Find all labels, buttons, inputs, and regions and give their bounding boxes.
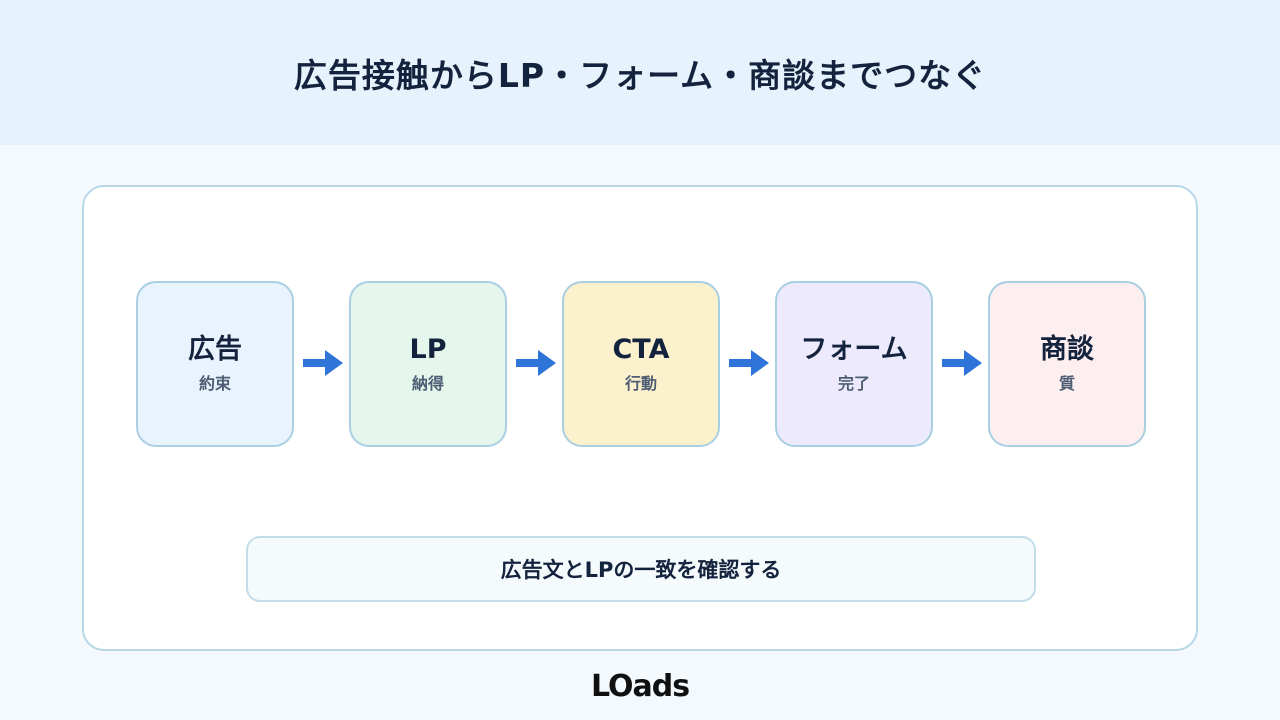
step-title: 広告 bbox=[188, 333, 242, 365]
page-title: 広告接触からLP・フォーム・商談までつなぐ bbox=[293, 55, 987, 95]
brand-logo: LOads bbox=[0, 664, 1280, 708]
step-title: フォーム bbox=[800, 333, 908, 365]
step-ad: 広告 約束 bbox=[136, 281, 294, 447]
step-title: CTA bbox=[612, 333, 670, 365]
header-banner: 広告接触からLP・フォーム・商談までつなぐ bbox=[0, 0, 1280, 145]
step-form: フォーム 完了 bbox=[775, 281, 933, 447]
note-text: 広告文とLPの一致を確認する bbox=[500, 558, 782, 582]
arrow-right-icon bbox=[516, 350, 556, 376]
step-title: 商談 bbox=[1040, 333, 1094, 365]
arrow-right-icon bbox=[942, 350, 982, 376]
step-title: LP bbox=[409, 333, 447, 365]
arrow-right-icon bbox=[729, 350, 769, 376]
step-subtitle: 完了 bbox=[837, 374, 870, 394]
step-subtitle: 行動 bbox=[624, 374, 657, 394]
note-box: 広告文とLPの一致を確認する bbox=[246, 536, 1036, 602]
step-cta: CTA 行動 bbox=[562, 281, 720, 447]
flow-panel: 広告 約束 LP 納得 CTA 行動 フォーム 完了 商談 質 広告文とLPの一… bbox=[82, 185, 1198, 651]
step-subtitle: 質 bbox=[1058, 374, 1075, 394]
step-subtitle: 約束 bbox=[198, 374, 231, 394]
step-subtitle: 納得 bbox=[411, 374, 444, 394]
step-lp: LP 納得 bbox=[349, 281, 507, 447]
logo-text: LOads bbox=[590, 668, 690, 704]
arrow-right-icon bbox=[303, 350, 343, 376]
step-meeting: 商談 質 bbox=[988, 281, 1146, 447]
